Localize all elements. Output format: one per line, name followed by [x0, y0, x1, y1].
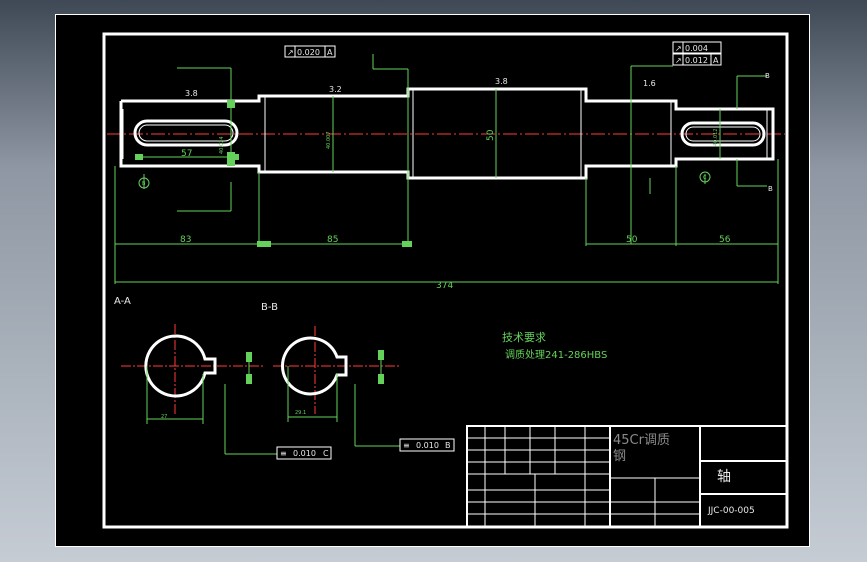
section-b-view: 29.1 ≡ 0.010 B — [273, 326, 455, 452]
inner-frame — [102, 32, 789, 529]
title-block — [466, 425, 788, 528]
datum-c: C — [703, 175, 707, 181]
dim-keyway-length: 57 — [181, 149, 192, 159]
datum-circle-c — [699, 171, 711, 183]
tol-top-symbol: ↗ — [287, 48, 294, 57]
tol-r1-symbol: ↗ — [675, 44, 682, 53]
dim-83: 83 — [180, 235, 191, 245]
finish-2: 3.2 — [329, 85, 342, 94]
dia-2: 40.007 — [326, 132, 332, 150]
keyway-left-inner — [138, 124, 234, 142]
keyway-right — [680, 121, 766, 147]
section-a-width: 27 — [161, 414, 167, 420]
dia-3: 50 — [486, 129, 496, 141]
datum-b: B — [142, 181, 146, 187]
dimension-arrows — [135, 100, 412, 247]
dim-50: 50 — [626, 235, 638, 245]
section-a-tol-value: 0.010 — [293, 449, 316, 458]
tol-r2-datum: A — [713, 56, 719, 65]
tol-top-value: 0.020 — [297, 48, 320, 57]
drawing-svg: 57 83 85 50 56 374 40.024 40.007 50 40.0… — [55, 14, 810, 547]
finish-1: 3.8 — [185, 89, 198, 98]
section-b-tol-datum: B — [445, 441, 451, 450]
section-a-tol-symbol: ≡ — [280, 449, 287, 458]
material-label: 45Cr调质钢 — [613, 433, 670, 464]
dia-1: 40.024 — [219, 137, 225, 155]
section-b-width: 29.1 — [295, 410, 306, 416]
datum-circle-b — [138, 177, 150, 189]
dim-85: 85 — [327, 235, 338, 245]
drawing-number: JJC-00-005 — [707, 506, 755, 516]
outer-frame — [55, 14, 810, 547]
section-a-view: 27 ≡ 0.010 C — [121, 324, 332, 460]
dim-overall: 374 — [436, 281, 453, 291]
section-marker-b-top: B — [765, 72, 770, 80]
section-marker-b-bottom: B — [768, 185, 773, 193]
section-label-a: A-A — [114, 296, 131, 307]
tech-title: 技术要求 — [502, 331, 546, 344]
tol-r1-value: 0.004 — [685, 44, 708, 53]
finish-4: 1.6 — [643, 79, 656, 88]
drawing-canvas[interactable]: 57 83 85 50 56 374 40.024 40.007 50 40.0… — [55, 14, 810, 547]
tech-note: 调质处理241-286HBS — [505, 349, 607, 361]
dimension-lines — [114, 54, 779, 284]
keyway-right-inner — [685, 126, 761, 142]
dim-56: 56 — [719, 235, 731, 245]
part-name: 轴 — [717, 469, 731, 485]
dia-4: 40.012 — [713, 129, 719, 147]
section-a-tol-datum: C — [323, 449, 329, 458]
tol-top-datum: A — [327, 48, 333, 57]
section-b-tol-symbol: ≡ — [403, 441, 410, 450]
keyway-left — [133, 119, 239, 147]
tol-frame-top — [284, 41, 722, 66]
tol-r2-value: 0.012 — [685, 56, 708, 65]
finish-3: 3.8 — [495, 77, 508, 86]
section-label-b: B-B — [261, 302, 278, 313]
section-b-tol-value: 0.010 — [416, 441, 439, 450]
tol-r2-symbol: ↗ — [675, 56, 682, 65]
